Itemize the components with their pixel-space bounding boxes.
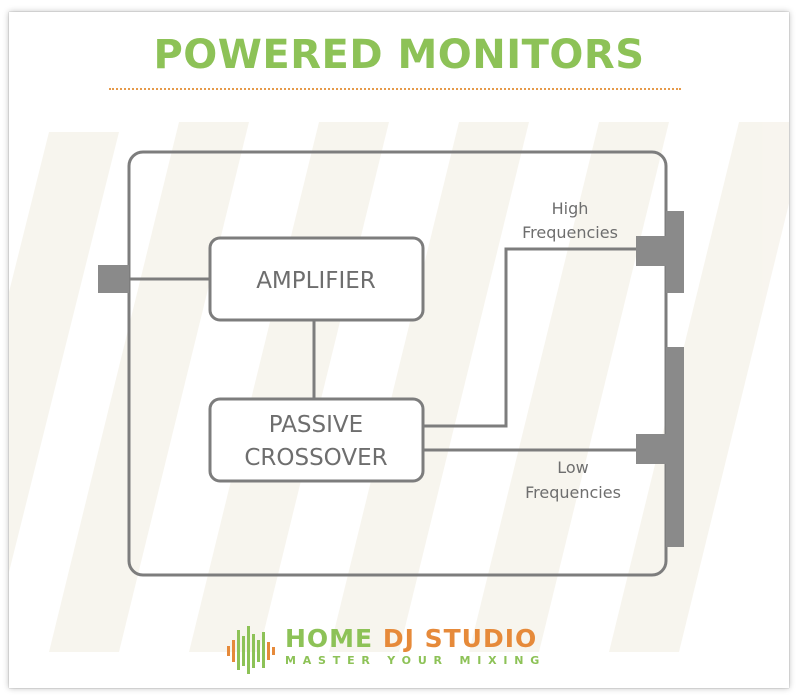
logo-title: HOME DJ STUDIO bbox=[285, 624, 546, 654]
sound-wave-icon bbox=[227, 626, 275, 674]
tweeter-driver bbox=[666, 211, 684, 293]
home-dj-studio-logo: HOME DJ STUDIO MASTER YOUR MIXING bbox=[227, 624, 587, 676]
crossover-label-line1: PASSIVE bbox=[269, 412, 363, 438]
high-frequencies-label-line1: High bbox=[552, 199, 589, 218]
low-frequencies-label-line2: Frequencies bbox=[525, 483, 621, 502]
page-title: POWERED MONITORS bbox=[153, 32, 645, 78]
high-frequency-line bbox=[423, 247, 636, 428]
input-jack bbox=[98, 265, 129, 293]
high-frequencies-label-line2: Frequencies bbox=[522, 223, 618, 242]
card-frame: POWERED MONITORS AMPLIFIER PASSIVE CROSS… bbox=[9, 12, 789, 688]
crossover-box bbox=[208, 397, 425, 483]
low-frequencies-label-line1: Low bbox=[557, 458, 589, 477]
background-stripes bbox=[9, 122, 789, 652]
logo-tagline: MASTER YOUR MIXING bbox=[285, 654, 547, 667]
tweeter-connector bbox=[636, 236, 666, 266]
logo-home-text: HOME bbox=[285, 624, 374, 653]
woofer-driver bbox=[666, 347, 684, 547]
amplifier-box bbox=[208, 236, 425, 322]
amplifier-label: AMPLIFIER bbox=[256, 268, 376, 294]
crossover-label-line2: CROSSOVER bbox=[244, 445, 387, 471]
logo-wordmark: HOME DJ STUDIO MASTER YOUR MIXING bbox=[285, 624, 546, 668]
powered-monitor-diagram: AMPLIFIER PASSIVE CROSSOVER High Frequen… bbox=[98, 150, 684, 577]
title-divider bbox=[109, 88, 681, 90]
logo-dj-studio-text: DJ STUDIO bbox=[382, 624, 538, 653]
woofer-connector bbox=[636, 434, 666, 464]
